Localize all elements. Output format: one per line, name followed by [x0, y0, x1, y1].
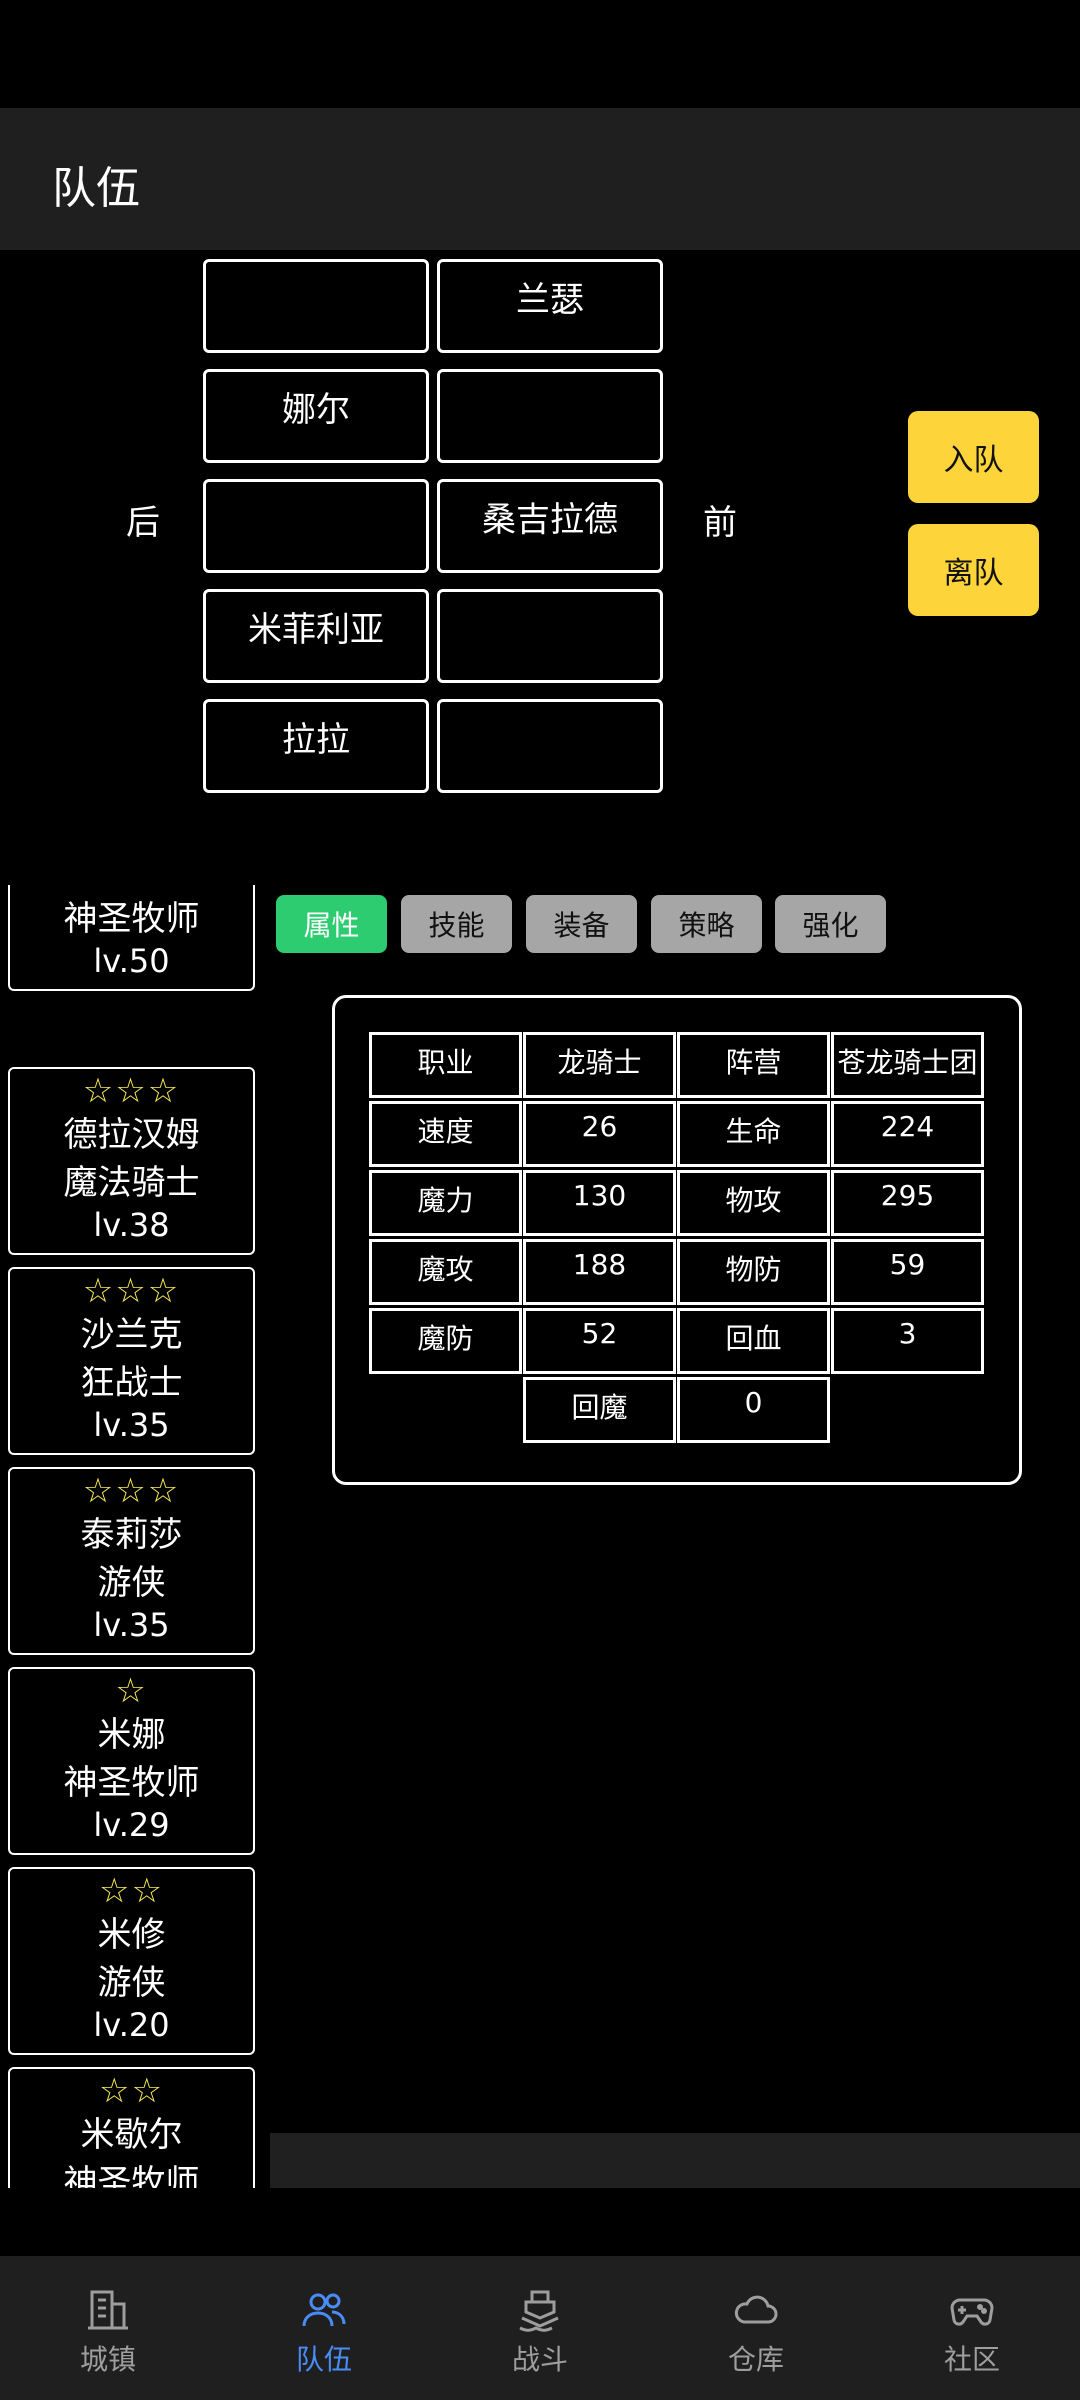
hero-name: 米娜: [97, 1715, 166, 1755]
star-rating: ☆☆☆: [82, 1071, 181, 1111]
hero-name: 泰莉莎: [80, 1515, 183, 1555]
hero-name: 米菲利亚: [10, 885, 253, 895]
formation-slot-front-4[interactable]: [437, 589, 663, 683]
roster-card-4[interactable]: ☆☆☆ 泰莉莎 游侠 lv.35: [8, 1467, 255, 1655]
stat-value: 3: [831, 1308, 984, 1374]
hero-level: lv.20: [93, 2006, 170, 2044]
stat-label: 生命: [677, 1101, 830, 1167]
cloud-icon: [734, 2295, 778, 2324]
nav-item-town[interactable]: 城镇: [0, 2256, 216, 2400]
roster-card-2[interactable]: ☆☆☆ 德拉汉姆 魔法骑士 lv.38: [8, 1067, 255, 1255]
building-icon: [88, 2290, 128, 2330]
hero-level: lv.50: [93, 942, 170, 980]
stat-value: 龙骑士: [523, 1032, 676, 1098]
back-row-label: 后: [126, 503, 160, 543]
formation-area: 后 前 兰瑟 娜尔 桑吉拉德 米菲利亚 拉拉 入队 离队: [0, 250, 1080, 880]
hero-name: 米歇尔: [80, 2115, 183, 2155]
stat-value: 苍龙骑士团: [831, 1032, 984, 1098]
stat-value: 224: [831, 1101, 984, 1167]
nav-label: 战斗: [511, 2343, 568, 2376]
roster-card-5[interactable]: ☆ 米娜 神圣牧师 lv.29: [8, 1667, 255, 1855]
hero-class: 魔法骑士: [63, 1163, 200, 1203]
stat-label: 阵营: [677, 1032, 830, 1098]
tab-enhance[interactable]: 强化: [775, 895, 886, 953]
hero-level: lv.35: [93, 1606, 170, 1644]
leave-team-button[interactable]: 离队: [908, 524, 1039, 616]
tab-attributes[interactable]: 属性: [276, 895, 387, 953]
page-title: 队伍: [52, 163, 140, 214]
stat-label: 回血: [677, 1308, 830, 1374]
stat-label: 魔防: [369, 1308, 522, 1374]
nav-label: 队伍: [295, 2343, 352, 2376]
stat-value: 130: [523, 1170, 676, 1236]
stat-label: 回魔: [523, 1377, 676, 1443]
stat-value: 0: [677, 1377, 830, 1443]
hero-level: lv.35: [93, 1406, 170, 1444]
formation-slot-back-3[interactable]: [203, 479, 429, 573]
hero-detail-panel: 属性 技能 装备 策略 强化 职业 龙骑士 阵营 苍龙骑士团 速度 26 生命 …: [270, 885, 1080, 2133]
nav-label: 仓库: [727, 2343, 784, 2376]
hero-name: 德拉汉姆: [63, 1115, 200, 1155]
formation-slot-back-2[interactable]: 娜尔: [203, 369, 429, 463]
nav-item-battle[interactable]: 战斗: [432, 2256, 648, 2400]
roster-card-6[interactable]: ☆☆ 米修 游侠 lv.20: [8, 1867, 255, 2055]
hero-level: lv.38: [93, 1206, 170, 1244]
nav-label: 城镇: [79, 2343, 136, 2376]
hero-class: 神圣牧师: [63, 2163, 200, 2188]
star-rating: ☆☆: [99, 1871, 164, 1911]
formation-slot-back-1[interactable]: [203, 259, 429, 353]
stat-value: 295: [831, 1170, 984, 1236]
stat-label: 物攻: [677, 1170, 830, 1236]
stat-value: 26: [523, 1101, 676, 1167]
star-rating: ☆: [115, 1671, 148, 1711]
join-team-button[interactable]: 入队: [908, 411, 1039, 503]
formation-slot-back-4[interactable]: 米菲利亚: [203, 589, 429, 683]
stat-label: 职业: [369, 1032, 522, 1098]
roster-card-1[interactable]: ☆☆ 米菲利亚 神圣牧师 lv.50: [8, 885, 255, 991]
nav-item-community[interactable]: 社区: [864, 2256, 1080, 2400]
star-rating: ☆☆☆: [82, 1271, 181, 1311]
formation-slot-front-1[interactable]: 兰瑟: [437, 259, 663, 353]
panel-footer-strip: [270, 2133, 1080, 2188]
hero-level: lv.29: [93, 1806, 170, 1844]
nav-item-team[interactable]: 队伍: [216, 2256, 432, 2400]
app-bar: 队伍: [0, 108, 1080, 250]
roster-list[interactable]: ☆☆ 米菲利亚 神圣牧师 lv.50 ☆☆☆ 德拉汉姆 魔法骑士 lv.38 ☆…: [0, 885, 270, 2188]
stat-label: 速度: [369, 1101, 522, 1167]
roster-card-7[interactable]: ☆☆ 米歇尔 神圣牧师: [8, 2067, 255, 2188]
stat-value: 188: [523, 1239, 676, 1305]
front-row-label: 前: [703, 503, 737, 543]
hero-name: 米修: [97, 1915, 166, 1955]
hero-class: 神圣牧师: [63, 1763, 200, 1803]
hero-class: 神圣牧师: [63, 899, 200, 939]
formation-slot-back-5[interactable]: 拉拉: [203, 699, 429, 793]
formation-slot-front-2[interactable]: [437, 369, 663, 463]
ship-icon: [519, 2290, 559, 2332]
tab-strategy[interactable]: 策略: [651, 895, 762, 953]
hero-class: 游侠: [97, 1563, 166, 1603]
roster-card-3[interactable]: ☆☆☆ 沙兰克 狂战士 lv.35: [8, 1267, 255, 1455]
stat-label: 魔力: [369, 1170, 522, 1236]
hero-class: 游侠: [97, 1963, 166, 2003]
star-rating: ☆☆☆: [82, 1471, 181, 1511]
stat-label: 魔攻: [369, 1239, 522, 1305]
tab-equipment[interactable]: 装备: [526, 895, 637, 953]
star-rating: ☆☆: [99, 2071, 164, 2111]
hero-name: 沙兰克: [80, 1315, 183, 1355]
nav-item-storage[interactable]: 仓库: [648, 2256, 864, 2400]
team-icon: [302, 2293, 346, 2327]
stats-table: 职业 龙骑士 阵营 苍龙骑士团 速度 26 生命 224 魔力 130 物攻 2…: [332, 995, 1022, 1485]
stat-value: 59: [831, 1239, 984, 1305]
gamepad-icon: [950, 2298, 994, 2326]
nav-label: 社区: [943, 2343, 1000, 2376]
tab-skills[interactable]: 技能: [401, 895, 512, 953]
formation-slot-front-5[interactable]: [437, 699, 663, 793]
stat-value: 52: [523, 1308, 676, 1374]
bottom-nav: 城镇 队伍 战斗 仓库 社区: [0, 2256, 1080, 2400]
hero-class: 狂战士: [80, 1363, 183, 1403]
stat-label: 物防: [677, 1239, 830, 1305]
formation-slot-front-3[interactable]: 桑吉拉德: [437, 479, 663, 573]
